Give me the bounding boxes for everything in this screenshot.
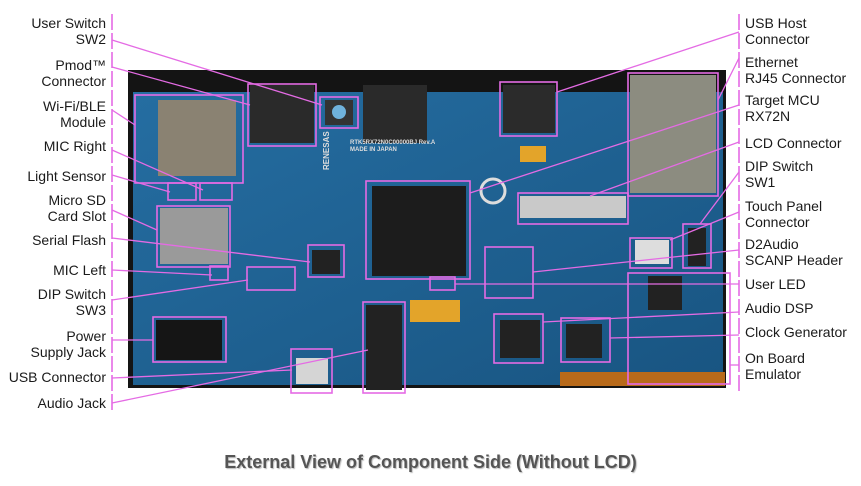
usb-host-jack (503, 85, 555, 133)
rj45-jack (630, 75, 716, 193)
callout-box-mcu (365, 180, 471, 280)
callout-box-mic-left (209, 265, 229, 281)
lcd-connector (520, 196, 626, 218)
label-audio-jack: Audio Jack (37, 395, 106, 411)
label-user-led: User LED (745, 276, 806, 292)
pmod-header (250, 85, 314, 143)
callout-box-sw3 (246, 266, 296, 291)
label-usb-connector: USB Connector (8, 369, 106, 385)
callout-box-pmod (247, 83, 317, 147)
callout-box-emulator (627, 272, 731, 385)
lcd-flex-cable (560, 372, 725, 386)
label-audio-dsp: Audio DSP (745, 300, 814, 316)
leader-lines (111, 31, 740, 404)
callout-box-touch (629, 237, 673, 269)
callout-box-sd (156, 205, 231, 268)
label-clock-generator: Clock Generator (745, 324, 847, 340)
callout-box-audio-jack (362, 301, 406, 394)
pmod-header-2 (363, 85, 427, 143)
callout-box-dsp (493, 313, 544, 364)
caption: External View of Component Side (Without… (224, 452, 637, 472)
label-mic-left: MIC Left (53, 262, 106, 278)
callout-box-d2audio (484, 246, 534, 299)
power-jack (156, 320, 222, 360)
wifi-module-chip (158, 100, 236, 176)
callout-box-clock (560, 317, 611, 363)
sd-slot (160, 208, 228, 264)
audio-jack (366, 305, 402, 390)
callout-box-mic-right (199, 182, 233, 201)
label-light-sensor: Light Sensor (27, 168, 106, 184)
callout-box-usb (290, 348, 333, 394)
label-lcd-connector: LCD Connector (745, 135, 842, 151)
callout-box-sw1 (682, 223, 712, 269)
callout-box-lcd (517, 192, 629, 225)
label-mic-right: MIC Right (43, 138, 106, 154)
brand-logo: RENESAS (322, 131, 331, 170)
user-switch-button (332, 105, 346, 119)
callout-box-ethernet (627, 72, 719, 197)
callout-box-sw2 (319, 96, 359, 129)
micro-usb (296, 358, 328, 384)
label-serial-flash: Serial Flash (32, 232, 106, 248)
callout-box-flash (307, 244, 345, 278)
mcu-chip (372, 186, 466, 276)
callout-box-usb-host (499, 81, 558, 137)
